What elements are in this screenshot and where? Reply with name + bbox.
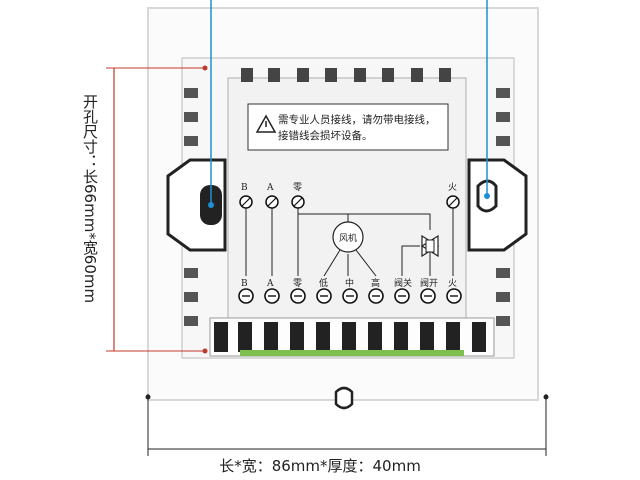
top-label-a: A — [266, 183, 274, 193]
top-label-b: B — [241, 183, 248, 193]
wiring-diagram — [245, 208, 454, 277]
bottom-label-a: A — [266, 279, 274, 289]
warning-line-2: 接错线会损坏设备。 — [278, 130, 373, 142]
dimensions-label: 长*宽：86mm*厚度：40mm — [219, 457, 421, 475]
top-label-zero: 零 — [293, 182, 302, 193]
left-guide-dot — [208, 202, 214, 208]
bottom-label-valve-open: 阀开 — [420, 278, 438, 289]
bottom-tab — [334, 386, 354, 410]
warning-text: 需专业人员接线，请勿带电接线， 接错线会损坏设备。 — [278, 112, 468, 144]
top-label-live: 火 — [448, 182, 457, 193]
bottom-label-low: 低 — [319, 277, 328, 289]
bottom-terminal-labels: B A 零 低 中 高 阀关 阀开 火 — [241, 277, 457, 289]
bottom-label-b: B — [241, 279, 248, 289]
width-dimension-line — [145, 394, 549, 456]
bottom-label-mid: 中 — [345, 277, 354, 289]
bottom-label-high: 高 — [371, 277, 380, 289]
hole-size-label: 开孔尺寸：长66mm*宽60mm — [81, 94, 99, 304]
side-vents — [184, 88, 510, 326]
valve-icon — [420, 234, 440, 258]
warning-box — [247, 103, 449, 151]
fan-symbol — [332, 221, 364, 253]
bottom-label-live: 火 — [448, 278, 457, 289]
warning-icon — [255, 114, 277, 133]
hole-dimension-line — [106, 65, 208, 354]
warning-line-1: 需专业人员接线，请勿带电接线， — [278, 114, 436, 126]
right-guide-dot — [484, 193, 490, 199]
fan-label: 风机 — [339, 232, 357, 244]
bottom-label-zero: 零 — [293, 278, 302, 289]
pcb-edge — [240, 350, 464, 356]
top-vents — [241, 68, 451, 82]
terminal-block-slots — [214, 322, 486, 352]
bottom-label-valve-close: 阀关 — [394, 277, 412, 289]
